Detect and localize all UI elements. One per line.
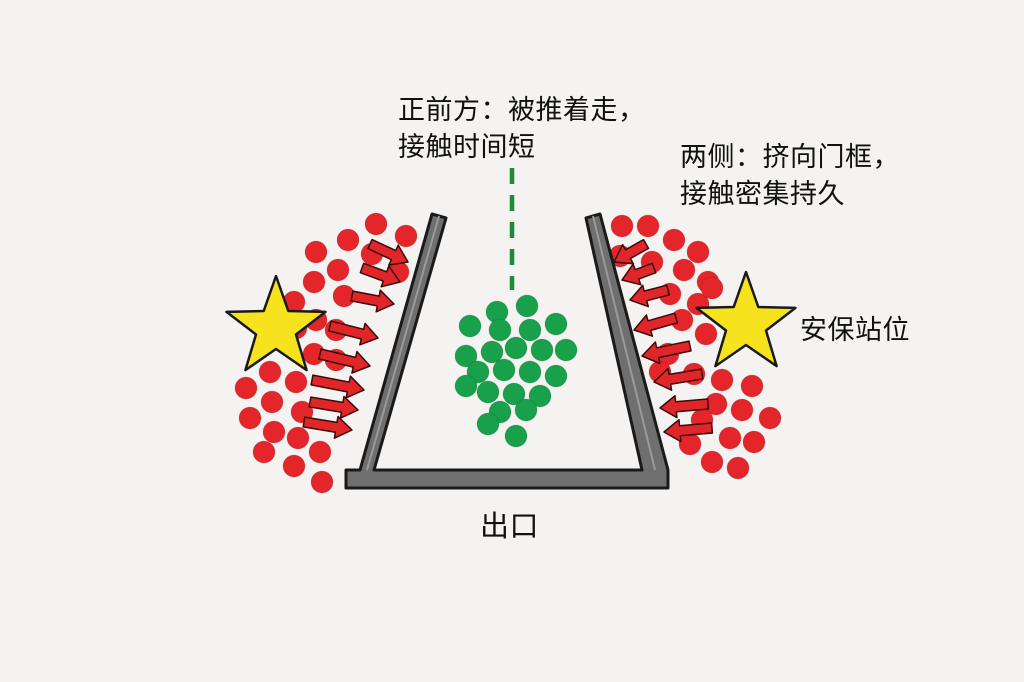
person-dot: [678, 432, 702, 456]
person-dot: [234, 376, 258, 400]
person-dot: [454, 374, 478, 398]
person-dot: [700, 450, 724, 474]
push-arrows: [302, 238, 714, 443]
person-dot: [252, 440, 276, 464]
person-dot: [476, 412, 500, 436]
person-dot: [518, 360, 542, 384]
person-dot: [758, 406, 782, 430]
person-dot: [610, 214, 634, 238]
person-dot: [302, 270, 326, 294]
sides-label-line2: 接触密集持久: [680, 179, 845, 210]
push-arrow-icon: [350, 289, 395, 313]
person-dot: [554, 338, 578, 362]
push-arrow-icon: [302, 415, 353, 439]
push-arrow-icon: [633, 312, 679, 337]
front-label-line2: 接触时间短: [398, 132, 536, 163]
push-arrow-icon: [367, 238, 409, 266]
person-dot: [262, 420, 286, 444]
person-dot: [492, 358, 516, 382]
person-dot: [662, 228, 686, 252]
security-label: 安保站位: [800, 315, 910, 346]
person-dot: [304, 240, 328, 264]
frame-highlight: [592, 215, 656, 471]
person-dot: [286, 426, 310, 450]
frame-highlight: [366, 215, 440, 471]
security-stars: [225, 270, 797, 372]
push-arrow-icon: [641, 340, 692, 365]
person-dot: [284, 370, 308, 394]
sides-label: 两侧：挤向门框， 接触密集持久: [680, 139, 900, 213]
person-dot: [454, 344, 478, 368]
push-arrow-icon: [653, 367, 704, 391]
person-dot: [282, 454, 306, 478]
door-frame: [344, 212, 670, 490]
person-dot: [458, 314, 482, 338]
front-crowd: [454, 294, 578, 448]
door-frame-outline: [344, 212, 670, 490]
person-dot: [726, 456, 750, 480]
person-dot: [394, 224, 418, 248]
person-dot: [672, 258, 696, 282]
person-dot: [310, 470, 334, 494]
security-star-icon: [225, 274, 327, 372]
person-dot: [718, 426, 742, 450]
sides-label-line1: 两侧：挤向门框，: [680, 142, 900, 173]
person-dot: [364, 212, 388, 236]
push-arrow-icon: [308, 395, 359, 419]
person-dot: [730, 398, 754, 422]
person-dot: [518, 318, 542, 342]
person-dot: [502, 382, 526, 406]
person-dot: [544, 364, 568, 388]
exit-label: 出口: [480, 509, 540, 543]
push-arrow-icon: [613, 238, 650, 265]
push-arrow-icon: [359, 262, 401, 288]
person-dot: [636, 214, 660, 238]
person-dot: [544, 312, 568, 336]
security-star-icon: [695, 270, 797, 368]
person-dot: [686, 240, 710, 264]
person-dot: [504, 424, 528, 448]
push-arrow-icon: [621, 262, 657, 286]
person-dot: [740, 374, 764, 398]
person-dot: [488, 318, 512, 342]
person-dot: [326, 258, 350, 282]
person-dot: [258, 360, 282, 384]
person-dot: [238, 406, 262, 430]
push-arrow-icon: [328, 320, 379, 346]
person-dot: [710, 368, 734, 392]
push-arrow-icon: [663, 418, 714, 443]
person-dot: [480, 340, 504, 364]
person-dot: [742, 430, 766, 454]
push-arrow-icon: [310, 374, 365, 399]
person-dot: [515, 294, 539, 318]
person-dot: [530, 338, 554, 362]
person-dot: [336, 228, 360, 252]
person-dot: [700, 276, 724, 300]
person-dot: [528, 384, 552, 408]
person-dot: [504, 336, 528, 360]
front-label-line1: 正前方：被推着走，: [398, 95, 646, 126]
person-dot: [260, 390, 284, 414]
person-dot: [476, 380, 500, 404]
person-dot: [514, 398, 538, 422]
person-dot: [694, 322, 718, 346]
push-arrow-icon: [318, 348, 371, 374]
push-arrow-icon: [659, 394, 710, 419]
person-dot: [308, 440, 332, 464]
front-label: 正前方：被推着走， 接触时间短: [398, 92, 646, 166]
push-arrow-icon: [629, 284, 671, 308]
